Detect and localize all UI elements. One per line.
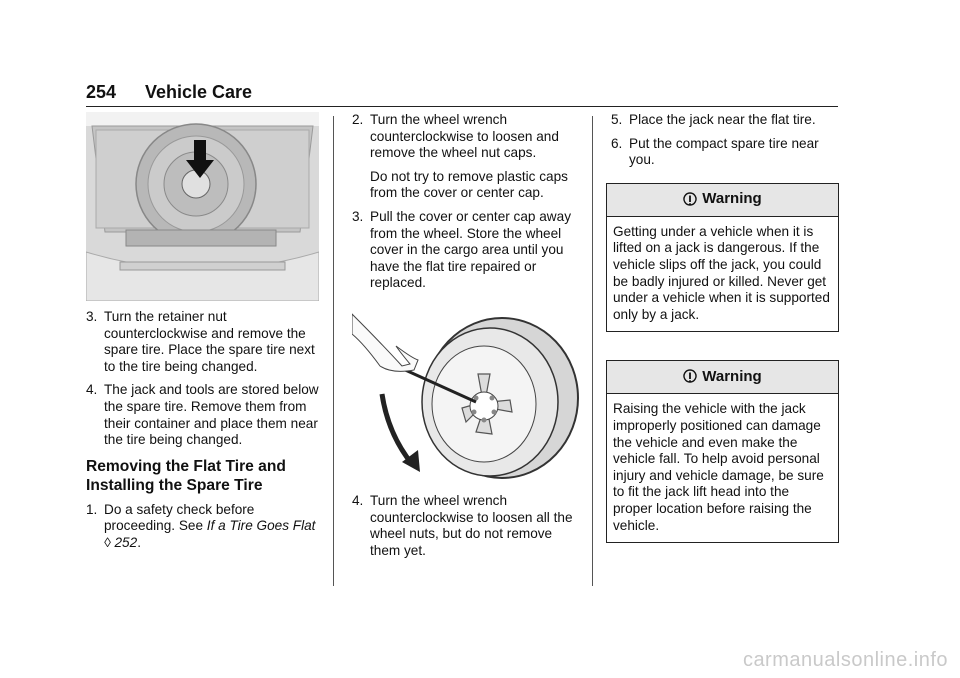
cross-reference-link[interactable]: If a Tire Goes Flat ◊ 252: [104, 518, 316, 550]
step-2-note: Do not try to remove plastic caps from t…: [370, 168, 568, 201]
rotation-arrow-icon: [379, 393, 414, 466]
step-5: 5. Place the jack near the flat tire.: [611, 112, 816, 127]
warning-header: Warning: [607, 183, 838, 217]
warning-icon: [683, 192, 697, 206]
step-4: 4. Turn the wheel wrench counterclockwis…: [352, 492, 573, 558]
page-header: 254 Vehicle Care: [86, 82, 838, 107]
watermark: carmanualsonline.info: [742, 649, 948, 671]
step-4: 4. The jack and tools are stored below t…: [86, 382, 319, 448]
warning-icon: [683, 369, 697, 383]
page-number: 254: [86, 82, 117, 102]
step-2: 2. Turn the wheel wrench counterclockwis…: [352, 112, 559, 161]
warning-box-2: Warning Raising the vehicle with the jac…: [606, 360, 839, 544]
wheel-wrench-illustration: [352, 313, 579, 479]
step-6: 6. Put the compact spare tire near you.: [611, 135, 819, 168]
column-2: 2. Turn the wheel wrench counterclockwis…: [352, 112, 580, 566]
column-3: 5. Place the jack near the flat tire. 6.…: [606, 112, 839, 544]
column-divider-1: [333, 116, 334, 586]
page-ref-icon: ◊: [104, 534, 111, 550]
warning-box-1: Warning Getting under a vehicle when it …: [606, 182, 839, 333]
warning-header: Warning: [607, 361, 838, 395]
step-3: 3. Turn the retainer nut counterclockwis…: [86, 309, 315, 374]
column-1: 3. Turn the retainer nut counterclockwis…: [86, 112, 320, 559]
section-title: Vehicle Care: [145, 82, 253, 102]
column-divider-2: [592, 116, 593, 586]
down-arrow-icon: [186, 140, 214, 178]
section-heading: Removing the Flat Tire and Installing th…: [86, 457, 286, 494]
warning-text: Getting under a vehicle when it is lifte…: [613, 223, 830, 322]
trunk-spare-tire-illustration: [86, 112, 319, 301]
warning-text: Raising the vehicle with the jack improp…: [613, 401, 824, 533]
step-1: 1. Do a safety check before proceeding. …: [86, 501, 316, 550]
step-3: 3. Pull the cover or center cap away fro…: [352, 208, 571, 291]
